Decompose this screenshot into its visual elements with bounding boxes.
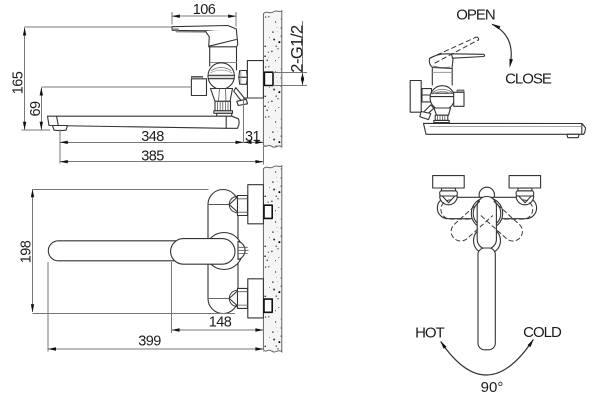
svg-text:CLOSE: CLOSE <box>505 71 552 88</box>
svg-text:348: 348 <box>141 129 164 145</box>
svg-text:69: 69 <box>28 101 44 116</box>
svg-text:2-G1/2: 2-G1/2 <box>288 25 306 73</box>
svg-text:90°: 90° <box>481 379 504 396</box>
svg-text:385: 385 <box>141 148 164 164</box>
svg-text:OPEN: OPEN <box>456 7 495 24</box>
svg-text:106: 106 <box>193 2 216 18</box>
svg-text:198: 198 <box>19 240 35 263</box>
svg-text:COLD: COLD <box>523 324 562 341</box>
svg-text:165: 165 <box>11 71 27 94</box>
svg-text:HOT: HOT <box>415 325 445 342</box>
svg-text:31: 31 <box>245 129 260 145</box>
svg-text:148: 148 <box>209 315 232 331</box>
svg-text:399: 399 <box>138 334 161 350</box>
